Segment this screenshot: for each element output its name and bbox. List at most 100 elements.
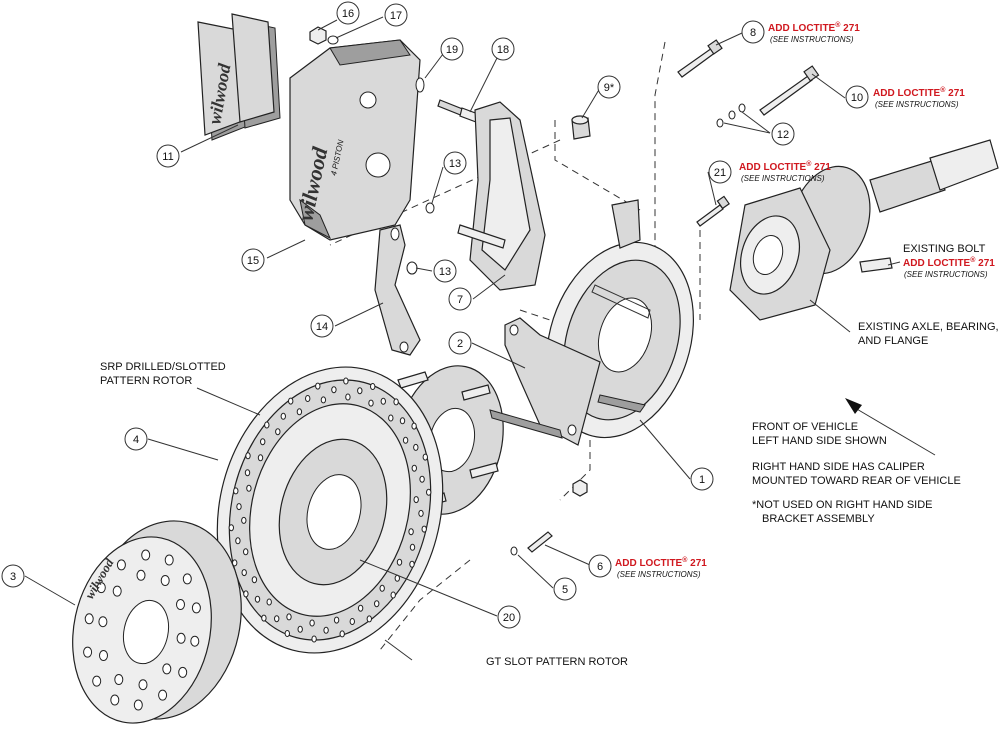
note-not-used-1: *NOT USED ON RIGHT HAND SIDE	[752, 499, 933, 511]
front-of-vehicle-arrow	[845, 398, 936, 456]
washer-and-stud	[415, 77, 479, 123]
drum-hat: wilwood	[72, 520, 242, 724]
rotor-drill-hole	[396, 558, 403, 566]
rotor-drill-hole	[409, 543, 416, 551]
rotor-drill-hole	[241, 516, 247, 524]
caliper-piston-bore	[365, 152, 391, 178]
rotor-drill-hole	[251, 576, 258, 584]
rotor-drill-hole	[419, 475, 425, 483]
svg-text:13: 13	[439, 266, 451, 278]
svg-text:ADD LOCTITE® 271: ADD LOCTITE® 271	[768, 21, 860, 34]
rotor-drill-hole	[241, 569, 247, 577]
svg-text:14: 14	[316, 321, 328, 333]
drum-hole	[138, 679, 148, 691]
callout-20: 20	[497, 605, 521, 629]
nut-and-washer	[309, 26, 339, 45]
callout-21: 21	[708, 160, 732, 184]
drum-holes	[83, 549, 201, 711]
callout-16: 16	[336, 1, 360, 25]
callout-10: 10	[845, 85, 869, 109]
loctite-note-8: ADD LOCTITE® 271 (SEE INSTRUCTIONS)	[768, 21, 860, 44]
callout-19: 19	[440, 37, 464, 61]
callout-8: 8	[741, 20, 765, 44]
rotor-drill-hole	[426, 488, 432, 496]
rotor-drill-hole	[275, 428, 281, 436]
svg-text:21: 21	[714, 167, 726, 179]
callout-13-upper: 13	[443, 151, 467, 175]
drum-hole	[99, 650, 108, 661]
rotor-drill-hole	[245, 452, 251, 460]
drum-hole	[162, 663, 172, 675]
rotor-drill-hole	[408, 528, 414, 536]
caliper-bracket	[457, 101, 546, 291]
rotor-drill-hole	[409, 560, 415, 568]
caliper: wilwood 4 PISTON	[289, 39, 421, 241]
svg-text:16: 16	[342, 8, 354, 20]
svg-text:(SEE INSTRUCTIONS): (SEE INSTRUCTIONS)	[875, 100, 959, 109]
rotor	[216, 366, 444, 654]
svg-text:5: 5	[562, 584, 568, 596]
rotor-drill-hole	[243, 548, 249, 556]
callout-6: 6	[588, 554, 612, 578]
svg-text:2: 2	[457, 338, 463, 350]
part-labels: EXISTING BOLT EXISTING AXLE, BEARING, AN…	[100, 243, 999, 668]
brake-pads: wilwood	[197, 13, 281, 141]
callout-18: 18	[491, 37, 515, 61]
callout-3: 3	[1, 564, 25, 588]
drum-hole	[141, 549, 151, 561]
rotor-drill-hole	[357, 604, 364, 612]
callout-15: 15	[241, 248, 265, 272]
rotor-drill-hole	[379, 584, 385, 592]
loctite-note-21: ADD LOCTITE® 271 (SEE INSTRUCTIONS)	[739, 160, 831, 183]
rotor-drill-hole	[228, 524, 235, 532]
svg-text:7: 7	[457, 294, 463, 306]
rotor-drill-hole	[374, 600, 380, 608]
rotor-drill-hole	[261, 614, 267, 622]
callout-12: 12	[771, 122, 795, 146]
drum-hole	[114, 674, 124, 685]
rotor-drill-hole	[402, 436, 409, 444]
note-front-2: LEFT HAND SIDE SHOWN	[752, 435, 887, 447]
existing-axle-label-2: AND FLANGE	[858, 335, 928, 347]
bracket-arm	[374, 224, 421, 356]
rotor-drill-hole	[399, 417, 406, 425]
drum-hole	[176, 632, 186, 644]
drum-hole	[110, 694, 120, 706]
rotor-drill-hole	[393, 398, 399, 406]
note-right-1: RIGHT HAND SIDE HAS CALIPER	[752, 461, 925, 473]
drum-hole	[158, 689, 168, 701]
hat-bracket	[504, 317, 601, 446]
lower-hardware	[510, 479, 588, 556]
note-right-2: MOUNTED TOWARD REAR OF VEHICLE	[752, 475, 961, 487]
rotor-drill-hole	[422, 453, 428, 461]
rotor-drill-hole	[284, 630, 290, 637]
rotor-drill-hole	[243, 590, 249, 598]
existing-bolt-label: EXISTING BOLT	[903, 243, 986, 255]
rotor-drill-hole	[339, 630, 345, 638]
drum-hole	[84, 613, 94, 625]
drum-hole	[182, 573, 192, 585]
callout-17: 17	[384, 3, 408, 27]
assembly-notes: FRONT OF VEHICLE LEFT HAND SIDE SHOWN RI…	[752, 421, 961, 525]
rotor-drill-hole	[418, 509, 424, 517]
rotor-drill-hole	[370, 383, 376, 390]
rotor-drill-hole	[296, 408, 303, 416]
rotor-drill-hole	[286, 613, 292, 621]
rotor-drill-hole	[254, 595, 261, 603]
rotor-drill-hole	[236, 503, 242, 511]
rotor-drill-hole	[274, 615, 280, 623]
drum-hole	[190, 635, 200, 647]
loctite-note-6: ADD LOCTITE® 271 (SEE INSTRUCTIONS)	[615, 556, 707, 579]
rotor-drill-hole	[315, 382, 321, 390]
callout-7: 7	[448, 287, 472, 311]
rotor-drill-hole	[413, 496, 419, 504]
svg-text:15: 15	[247, 255, 259, 267]
svg-text:9*: 9*	[604, 82, 615, 94]
svg-text:4: 4	[133, 434, 139, 446]
rotor-drill-hole	[280, 412, 286, 420]
drum-hole	[98, 616, 108, 628]
svg-text:(SEE INSTRUCTIONS): (SEE INSTRUCTIONS)	[741, 174, 825, 183]
svg-text:18: 18	[497, 44, 509, 56]
svg-text:(SEE INSTRUCTIONS): (SEE INSTRUCTIONS)	[770, 35, 854, 44]
